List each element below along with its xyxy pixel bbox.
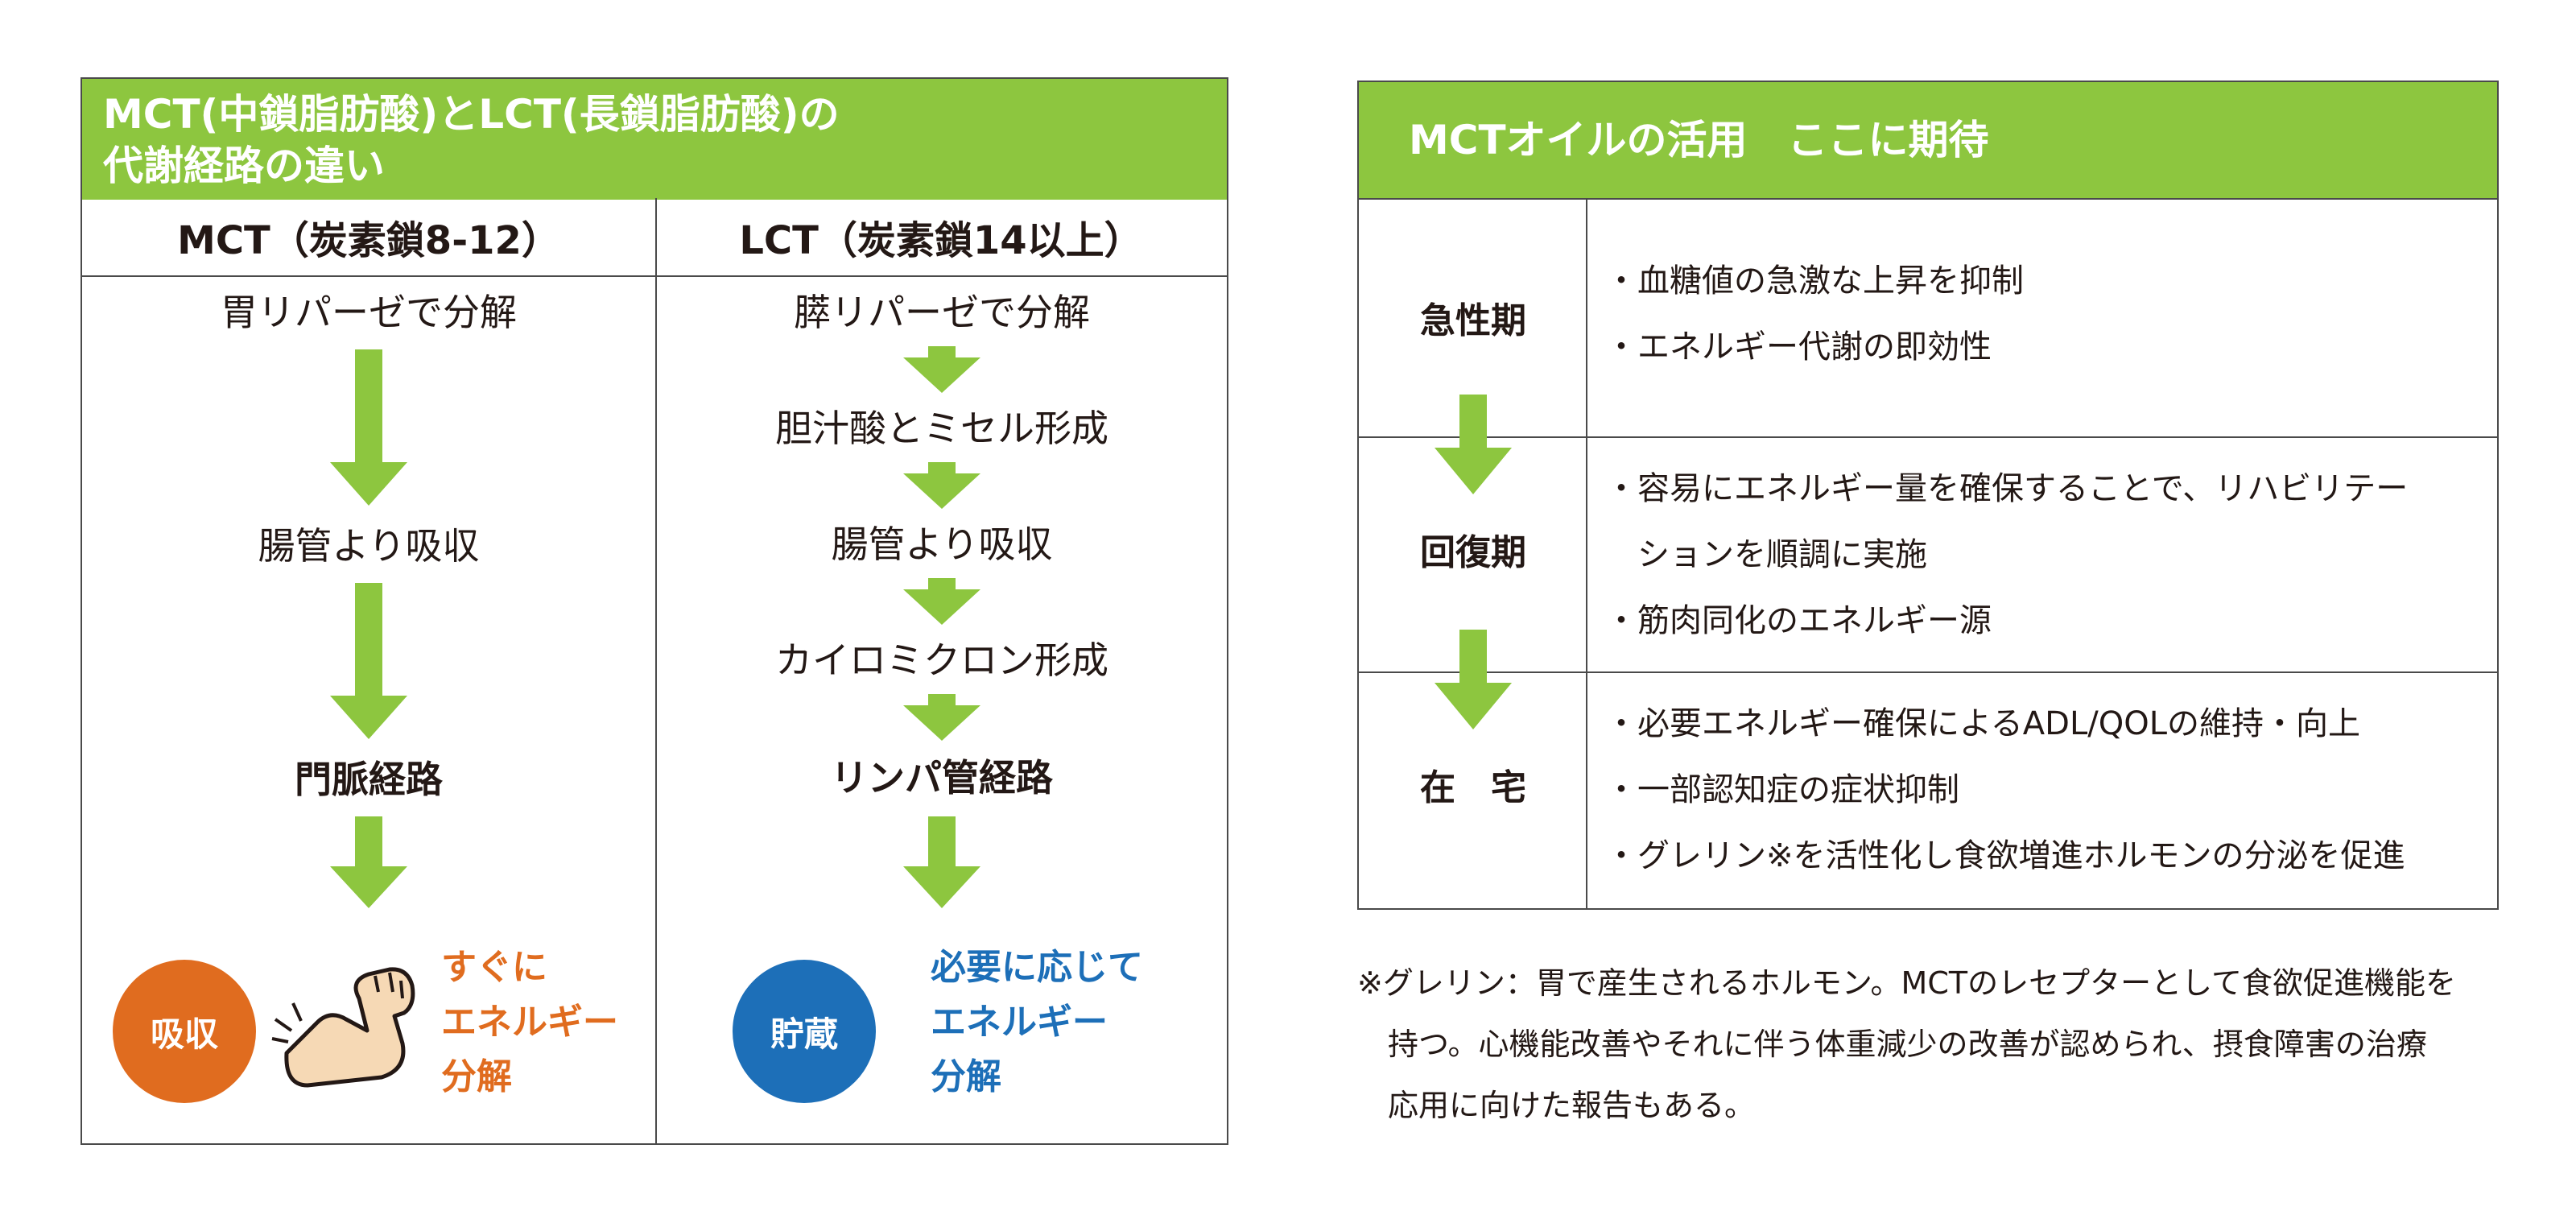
mct-step-2: 腸管より吸収 [258, 524, 480, 568]
arrow-down-icon [903, 462, 980, 509]
stage-acute: 急性期 [1420, 300, 1526, 341]
arrow-down-icon [903, 578, 980, 625]
lct-step-5: リンパ管経路 [831, 756, 1053, 799]
arrow-down-icon [330, 349, 407, 506]
pathway-title-line2: 代謝経路の違い [103, 143, 385, 189]
arrow-down-icon [903, 816, 980, 908]
row-divider-1 [1359, 436, 2497, 438]
mct-note: すぐに エネルギー 分解 [441, 940, 618, 1105]
acute-bullet-2: ・エネルギー代謝の即効性 [1605, 328, 1992, 366]
mct-note-line3: 分解 [441, 1056, 512, 1097]
lct-step-3: 腸管より吸収 [831, 523, 1053, 566]
recovery-bullet-3: ・筋肉同化のエネルギー源 [1605, 602, 1992, 639]
lct-step-4: カイロミクロン形成 [775, 638, 1108, 682]
stage-home: 在 宅 [1420, 767, 1526, 808]
column-divider [655, 198, 657, 1145]
mct-oil-usage-panel: MCTオイルの活用 ここに期待 急性期 ・血糖値の急激な上昇を抑制 ・エネルギー… [1357, 81, 2499, 910]
lct-step-2: 胆汁酸とミセル形成 [775, 407, 1108, 450]
mct-column-header: MCT（炭素鎖8-12） [82, 198, 655, 277]
arrow-down-icon [330, 583, 407, 739]
mct-note-line2: エネルギー [441, 1002, 618, 1043]
row-divider-2 [1359, 671, 2497, 673]
footnote-line1: ※グレリン：胃で産生されるホルモン。MCTのレセプターとして食欲促進機能を [1357, 965, 2456, 1001]
acute-bullet-1: ・血糖値の急激な上昇を抑制 [1605, 262, 2024, 300]
storage-circle: 貯蔵 [733, 960, 876, 1103]
arrow-down-icon [903, 694, 980, 741]
pathway-panel-header: MCT(中鎖脂肪酸)とLCT(長鎖脂肪酸)の 代謝経路の違い [82, 79, 1227, 200]
metabolic-pathway-panel: MCT(中鎖脂肪酸)とLCT(長鎖脂肪酸)の 代謝経路の違い MCT（炭素鎖8-… [80, 77, 1228, 1145]
lct-step-1: 膵リパーゼで分解 [794, 291, 1090, 334]
footnote-line2: 持つ。心機能改善やそれに伴う体重減少の改善が認められ、摂食障害の治療 [1357, 1027, 2427, 1062]
arrow-down-icon [1435, 395, 1512, 494]
recovery-bullet-2: ションを順調に実施 [1605, 536, 1927, 573]
mct-note-line1: すぐに [441, 947, 547, 988]
mct-step-3: 門脈経路 [295, 758, 443, 801]
absorb-circle: 吸収 [113, 960, 256, 1103]
arrow-down-icon [1435, 630, 1512, 729]
stage-divider [1586, 200, 1587, 910]
lct-column-header: LCT（炭素鎖14以上） [655, 198, 1227, 277]
home-bullet-3: ・グレリン※を活性化し食欲増進ホルモンの分泌を促進 [1605, 837, 2405, 874]
recovery-bullet-1: ・容易にエネルギー量を確保することで、リハビリテー [1605, 470, 2409, 507]
usage-panel-header: MCTオイルの活用 ここに期待 [1359, 82, 2497, 200]
lct-note: 必要に応じて エネルギー 分解 [931, 940, 1143, 1105]
pathway-title-line1: MCT(中鎖脂肪酸)とLCT(長鎖脂肪酸)の [103, 91, 840, 138]
flexed-arm-icon [271, 967, 415, 1088]
footnote-line3: 応用に向けた報告もある。 [1357, 1088, 1756, 1123]
home-bullet-1: ・必要エネルギー確保によるADL/QOLの維持・向上 [1605, 705, 2360, 742]
mct-step-1: 胃リパーゼで分解 [221, 291, 517, 334]
arrow-down-icon [330, 816, 407, 908]
lct-note-line1: 必要に応じて [931, 947, 1143, 988]
usage-title: MCTオイルの活用 ここに期待 [1409, 117, 1989, 163]
arrow-down-icon [903, 346, 980, 393]
lct-note-line2: エネルギー [931, 1002, 1108, 1043]
lct-note-line3: 分解 [931, 1056, 1001, 1097]
stage-recovery: 回復期 [1420, 532, 1526, 573]
home-bullet-2: ・一部認知症の症状抑制 [1605, 771, 1959, 808]
